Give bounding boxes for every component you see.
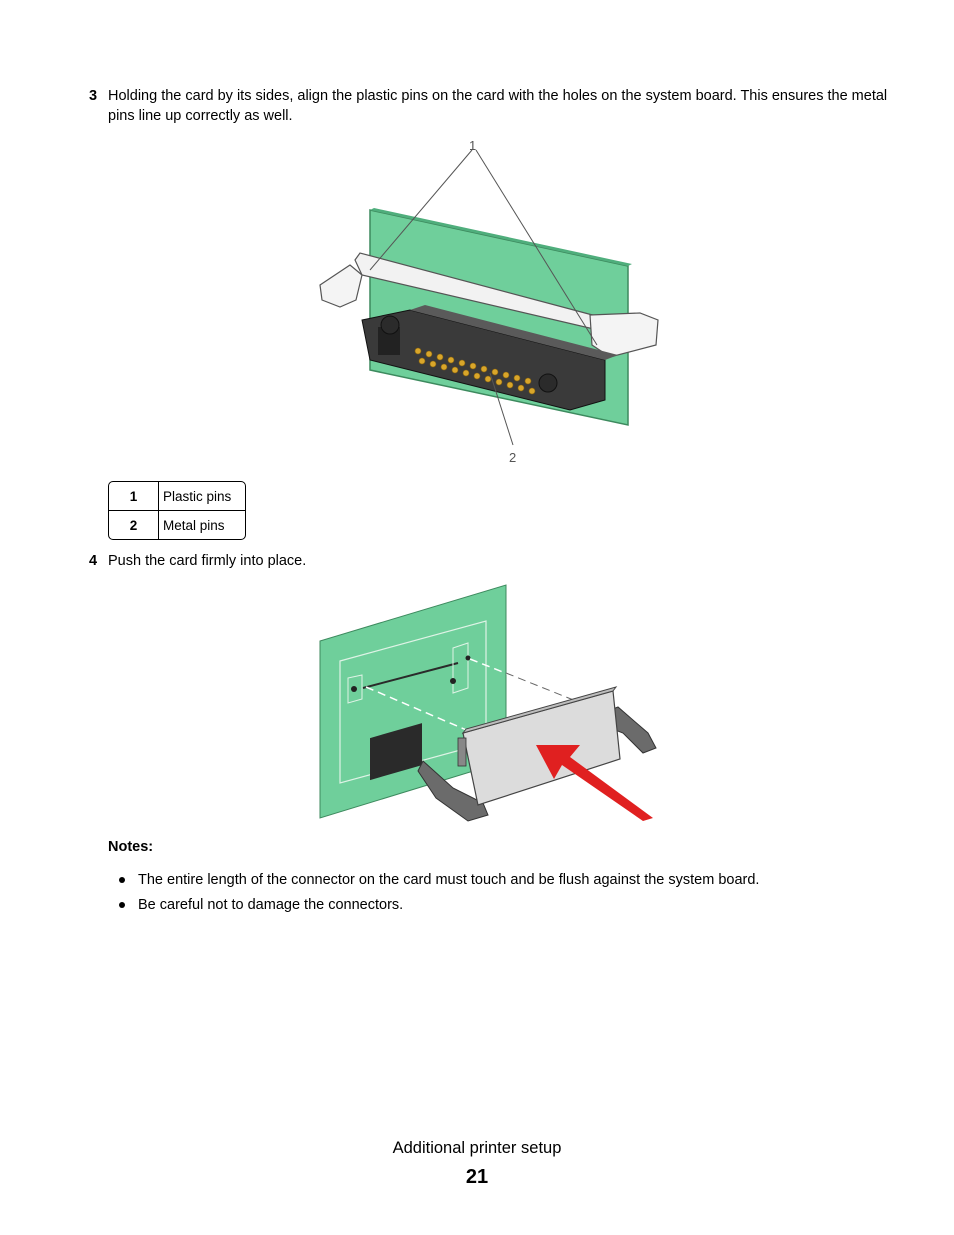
bullet-icon [119, 877, 125, 883]
step-number: 3 [89, 88, 98, 104]
push-card-illustration [319, 584, 657, 822]
step-text: Holding the card by its sides, align the… [108, 88, 888, 124]
footer-section-title: Additional printer setup [392, 1139, 562, 1157]
legend-number: 2 [109, 511, 159, 539]
left-latch [417, 760, 489, 822]
push-direction-arrow [536, 745, 653, 821]
step-text: Push the card firmly into place. [108, 553, 307, 569]
notes-title: Notes: [108, 839, 154, 855]
legend-row: 2 Metal pins [109, 511, 245, 539]
legend-label: Plastic pins [159, 482, 245, 511]
callout-2: 2 [509, 450, 516, 465]
card-alignment-illustration: 1 2 [319, 138, 659, 465]
note-text: Be careful not to damage the connectors. [138, 897, 404, 913]
callout-legend-table: 1 Plastic pins 2 Metal pins [108, 481, 246, 540]
note-text: The entire length of the connector on th… [138, 872, 760, 888]
callout-1: 1 [469, 138, 476, 153]
board-chip [370, 723, 422, 781]
legend-label: Metal pins [163, 517, 225, 533]
page-number: 21 [465, 1166, 489, 1188]
legend-row: 1 Plastic pins [109, 482, 245, 511]
legend-number: 1 [109, 482, 159, 511]
step-number: 4 [89, 553, 98, 569]
bullet-icon [119, 902, 125, 908]
metal-pins [414, 347, 536, 395]
